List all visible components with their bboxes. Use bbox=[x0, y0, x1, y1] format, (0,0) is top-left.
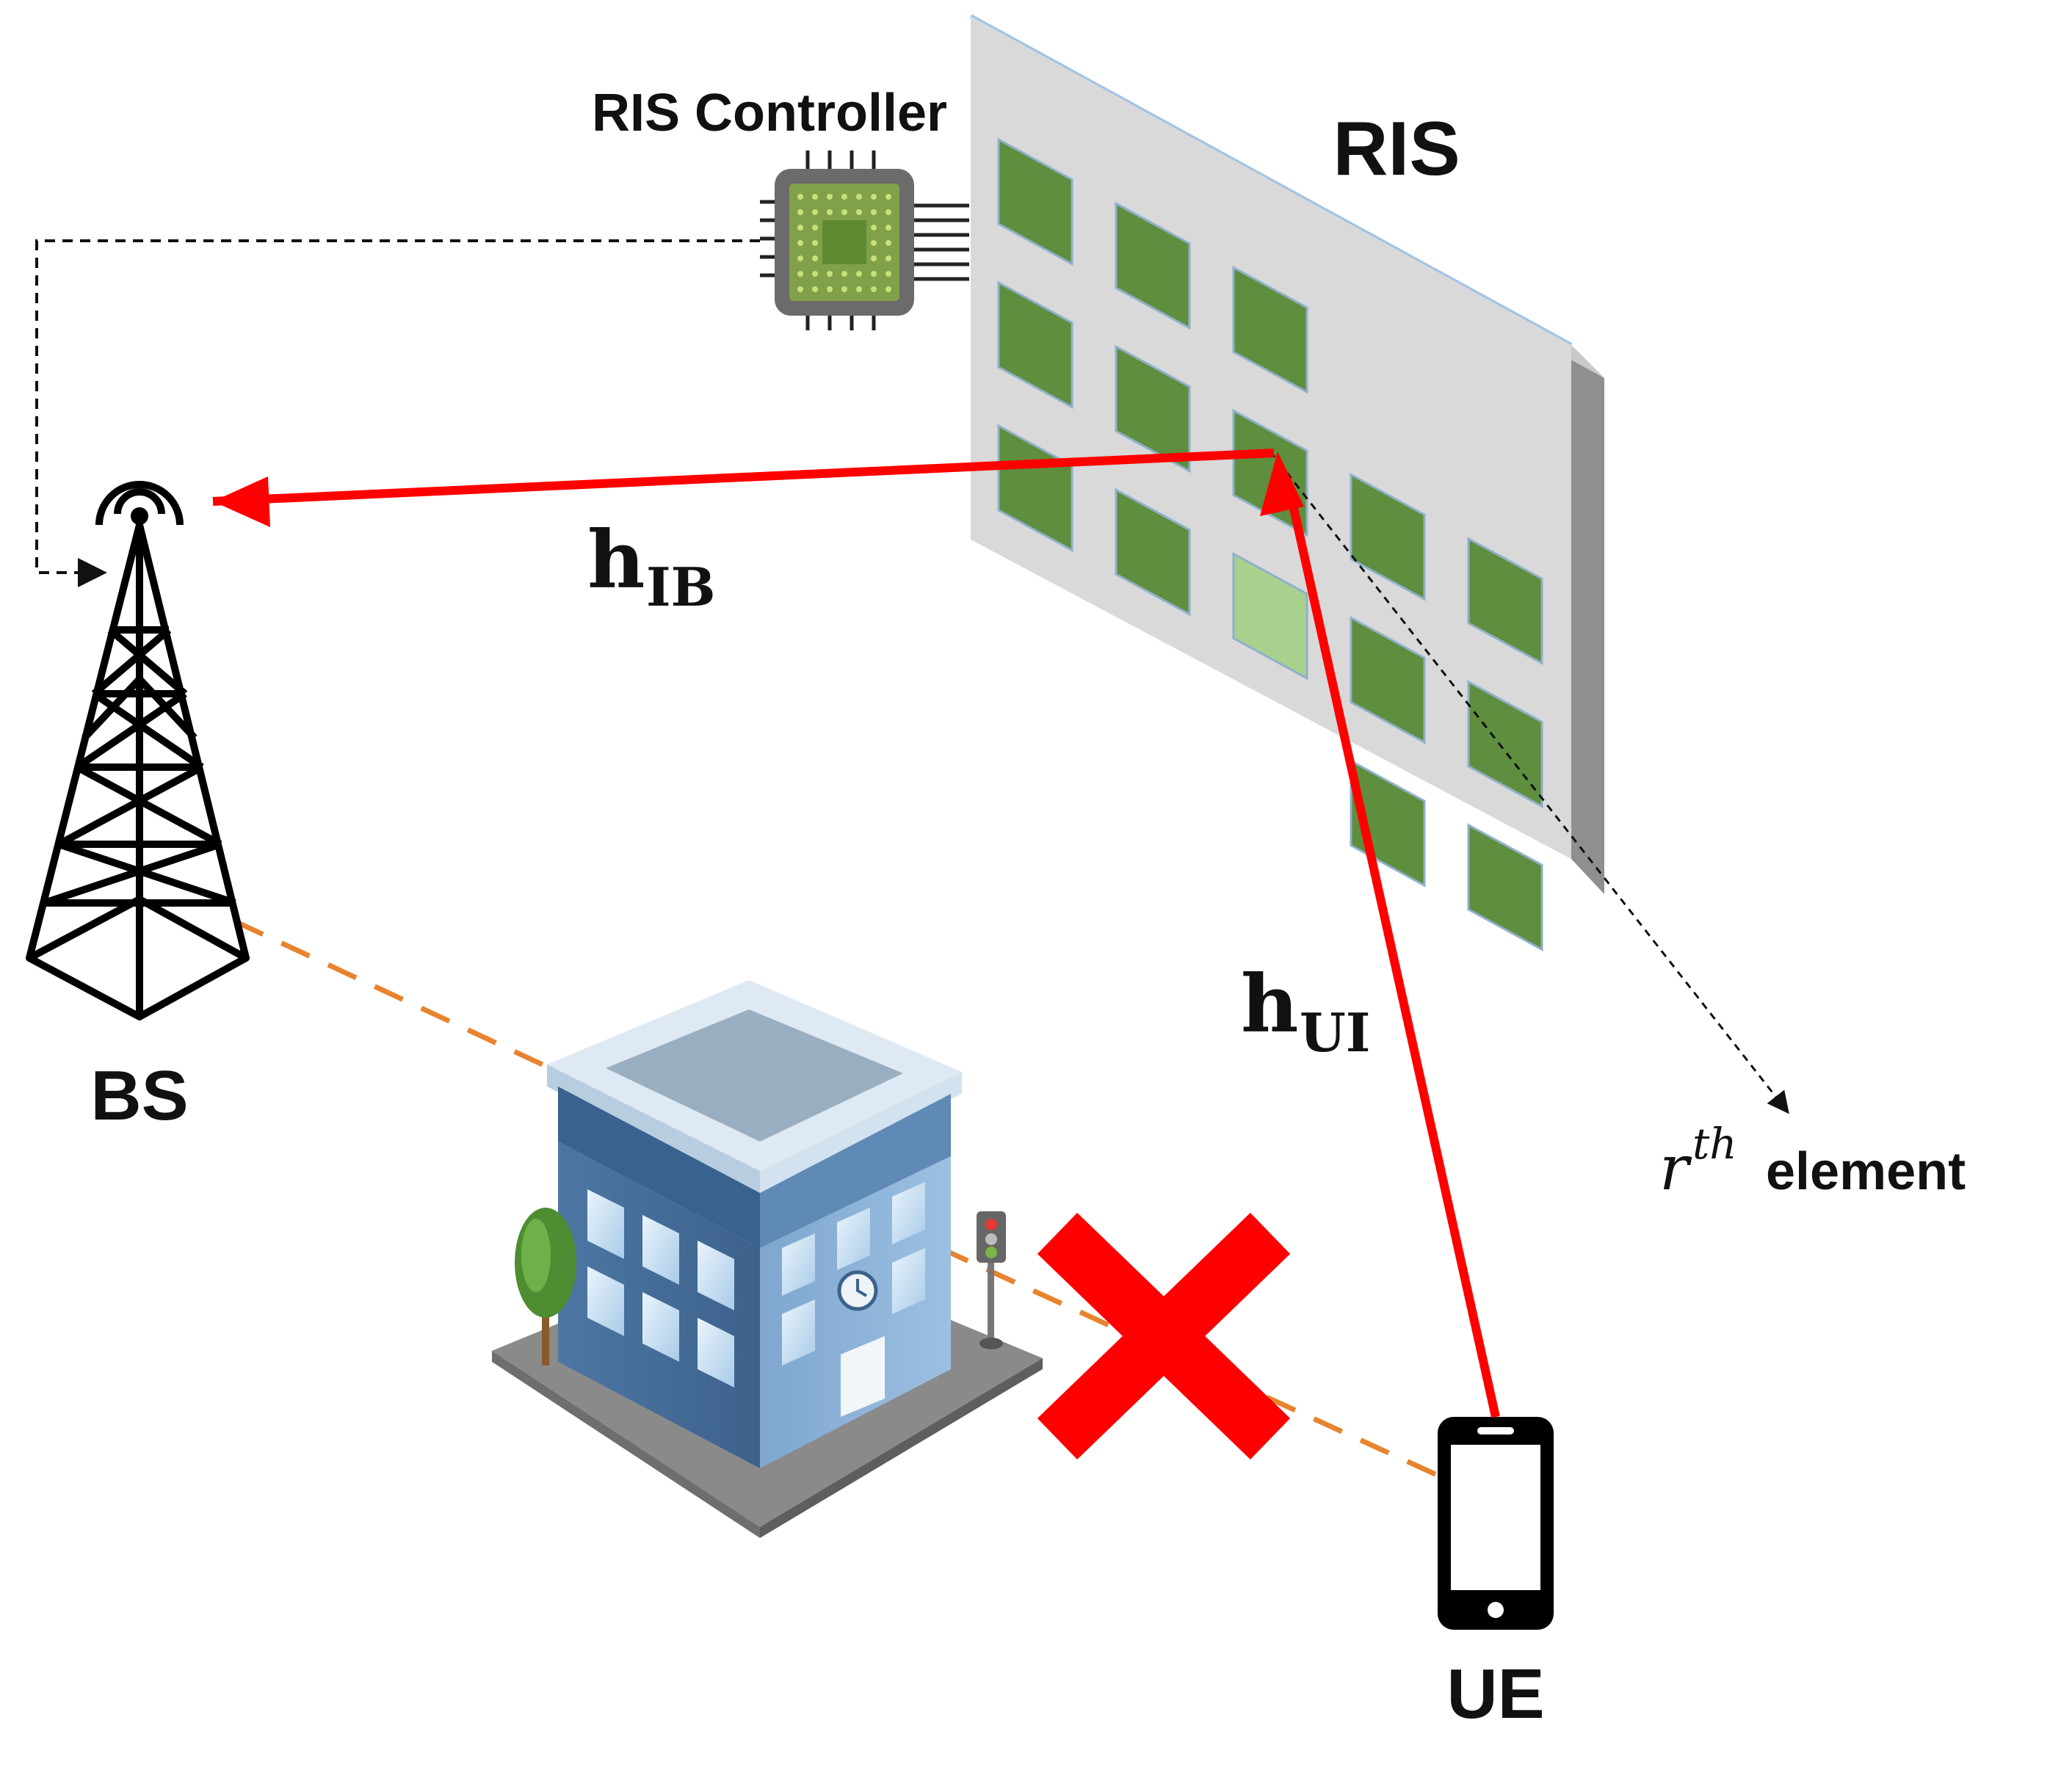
ris-element bbox=[1232, 265, 1308, 394]
svg-text:th: th bbox=[1692, 1119, 1737, 1169]
ris-element bbox=[997, 424, 1073, 553]
microchip-icon bbox=[760, 150, 969, 330]
svg-text:IB: IB bbox=[646, 556, 716, 618]
ue-label: UE bbox=[1446, 1655, 1544, 1733]
control-link bbox=[35, 239, 760, 587]
svg-text:r: r bbox=[1659, 1132, 1692, 1204]
svg-text:UI: UI bbox=[1300, 1001, 1370, 1064]
signal-paths bbox=[212, 449, 1500, 1418]
building-icon bbox=[492, 980, 1043, 1538]
channel-label-h-ui: h UI bbox=[1241, 958, 1370, 1064]
ris-label: RIS bbox=[1333, 106, 1460, 192]
ris-elements bbox=[997, 137, 1543, 951]
ris-element-selected bbox=[1232, 551, 1308, 681]
bs-label: BS bbox=[90, 1056, 188, 1135]
rth-element-label: r th element bbox=[1659, 1119, 1966, 1204]
ris-element bbox=[1115, 344, 1191, 474]
ris-element bbox=[997, 280, 1073, 410]
svg-text:element: element bbox=[1766, 1142, 1966, 1201]
svg-text:h: h bbox=[1241, 958, 1299, 1051]
ris-element bbox=[1115, 487, 1191, 617]
ris-element bbox=[1467, 537, 1543, 665]
smartphone-icon bbox=[1438, 1417, 1554, 1630]
channel-label-h-ib: h IB bbox=[587, 514, 716, 618]
red-cross-icon bbox=[1037, 1212, 1291, 1460]
ris-element bbox=[1350, 616, 1426, 744]
svg-text:h: h bbox=[587, 514, 645, 606]
ris-element bbox=[997, 137, 1073, 266]
ris-element bbox=[1467, 823, 1543, 951]
ris-element bbox=[1350, 473, 1426, 601]
ris-element bbox=[1115, 201, 1191, 330]
ris-controller-label: RIS Controller bbox=[592, 84, 947, 142]
cell-tower-icon bbox=[26, 481, 250, 1020]
